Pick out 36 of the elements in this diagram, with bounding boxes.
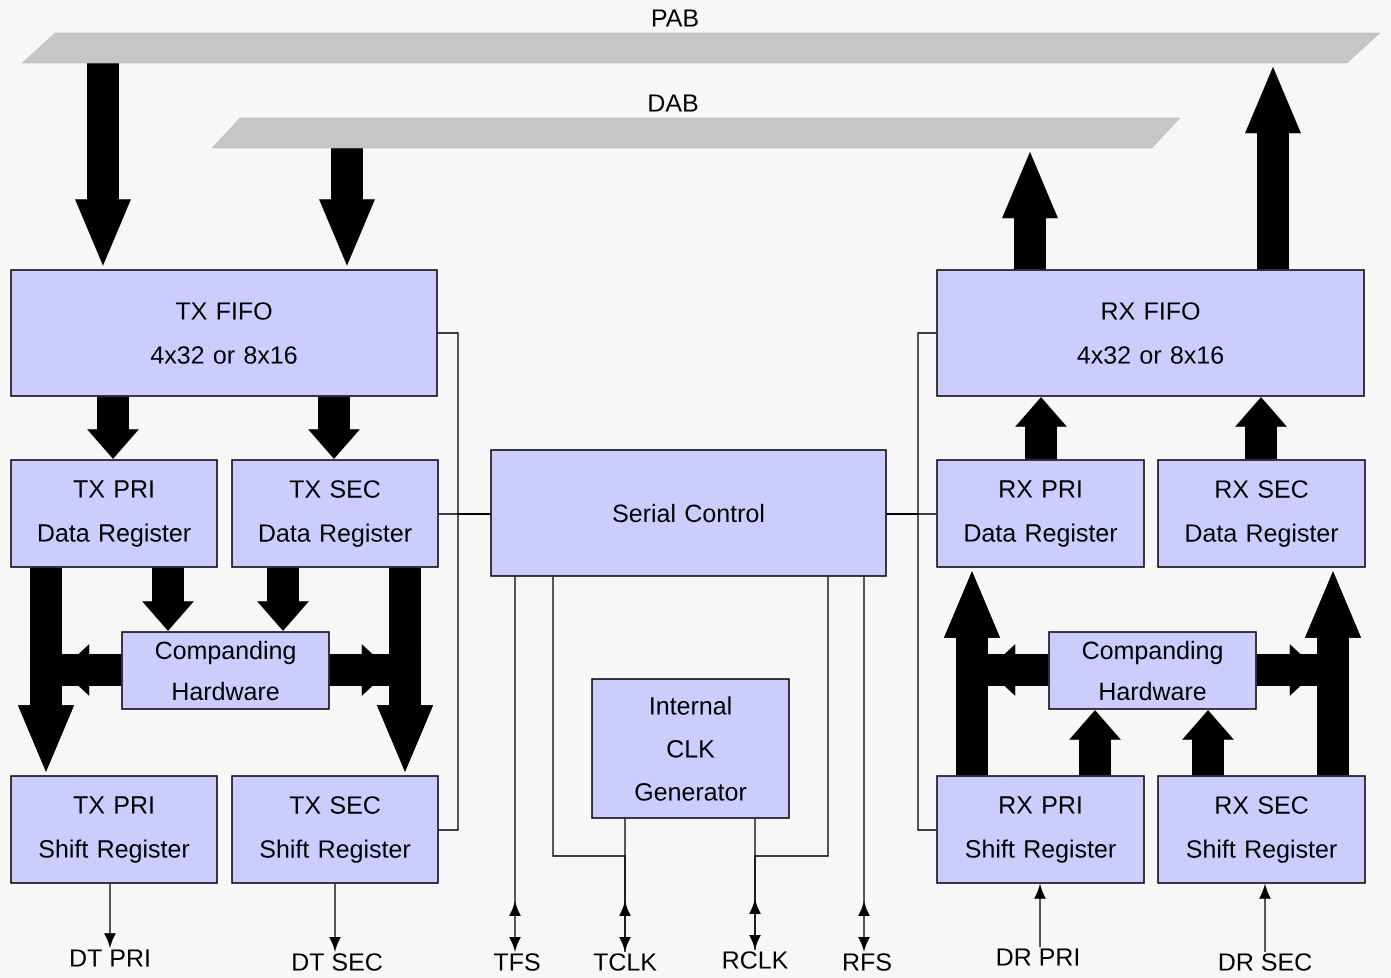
block-box: RX PRI Shift Register [936,775,1145,884]
arrow [858,576,870,951]
signal-line [754,576,829,951]
signal-label: RFS [844,953,891,971]
arrow [104,883,116,947]
block-box: TX FIFO 4x32 or 8x16 [10,269,438,397]
block-box: RX FIFO 4x32 or 8x16 [936,269,1365,397]
block-box: Companding Hardware [121,631,330,710]
block-box: Companding Hardware [1048,631,1257,710]
signal-label: DR SEC [1219,953,1312,971]
block-box: RX PRI Data Register [936,459,1145,568]
signal-line [886,513,937,831]
block-box: TX SEC Data Register [231,459,439,568]
arrow [749,818,761,949]
signal-label: RCLK [723,951,789,969]
block-box: TX PRI Shift Register [10,775,218,884]
signal-label: DR PRI [997,948,1079,966]
signal-label: TCLK [593,953,657,971]
block-box: Serial Control [490,449,887,577]
arrow [619,818,631,951]
bus-label: PAB [653,9,698,27]
signal-label: DT SEC [293,953,382,971]
arrow [1034,885,1046,948]
arrow [509,576,521,951]
bus-label: DAB [649,94,698,112]
arrow [1259,885,1271,953]
signal-line [438,513,491,831]
arrow [329,883,341,951]
block-box: TX SEC Shift Register [231,775,439,884]
block-box: RX SEC Data Register [1157,459,1366,568]
block-box: TX PRI Data Register [10,459,218,568]
signal-line [552,576,626,953]
signal-label: DT PRI [71,949,149,967]
signal-label: TFS [493,953,540,971]
block-box: Internal CLK Generator [591,678,790,819]
block-box: RX SEC Shift Register [1157,775,1366,884]
